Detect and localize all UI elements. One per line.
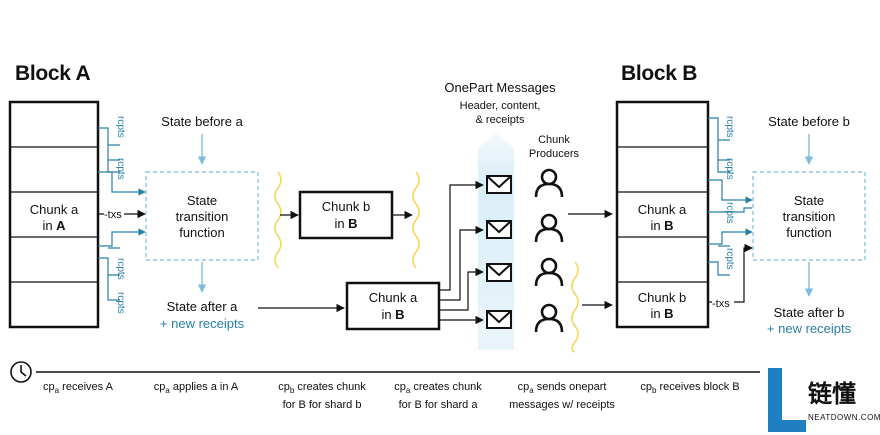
- timeline-event-5-line2: messages w/ receipts: [509, 399, 615, 411]
- right-state-after: State after b: [774, 305, 845, 320]
- block-a: Chunk a in A: [8, 100, 100, 329]
- wavy-separator-2: [412, 171, 420, 269]
- left-stf-box: State transition function: [145, 171, 259, 261]
- left-stf-line1: State: [187, 193, 217, 208]
- block-a-title: Block A: [15, 62, 90, 85]
- envelope-icon: [486, 310, 512, 329]
- block-b-receipts-connectors: [708, 117, 753, 310]
- right-stf-line3: function: [786, 225, 832, 240]
- chunk-b-box-line1: Chunk b: [322, 199, 370, 214]
- right-stf-line2: transition: [783, 209, 836, 224]
- wavy-separator-1: [274, 171, 282, 269]
- block-b-rcpts-2: rcpts: [724, 158, 735, 180]
- logo-cn: 链懂: [808, 380, 856, 408]
- right-stf-box: State transition function: [752, 171, 866, 261]
- envelope-icon: [486, 220, 512, 239]
- neatdown-logo: 链懂 NEATDOWN.COM: [768, 368, 880, 432]
- wavy-separator-3: [571, 261, 579, 353]
- block-a-chunk-label-1: Chunk a: [30, 202, 79, 217]
- block-b-chunk-b-1: Chunk b: [638, 290, 686, 305]
- block-a-rcpts-4: rcpts: [115, 292, 126, 314]
- right-stf-line1: State: [794, 193, 824, 208]
- block-b-rcpts-3: rcpts: [724, 202, 735, 224]
- timeline-event-5: cpa sends onepart: [518, 381, 607, 395]
- left-state-before: State before a: [161, 114, 243, 129]
- block-b-txs: -txs: [712, 298, 730, 310]
- left-state-after: State after a: [167, 299, 239, 314]
- timeline-event-1: cpa receives A: [43, 381, 114, 395]
- chunk-b-box: Chunk b in B: [298, 190, 394, 240]
- onepart-title: OnePart Messages: [444, 80, 556, 95]
- timeline-event-6: cpb receives block B: [640, 381, 739, 395]
- block-a-txs: -txs: [104, 209, 122, 221]
- block-b-rcpts-4: rcpts: [724, 248, 735, 270]
- chunk-a-box-line1: Chunk a: [369, 290, 418, 305]
- producers-label-2: Producers: [529, 148, 580, 160]
- onepart-sub1: Header, content,: [460, 100, 541, 112]
- timeline-event-4: cpa creates chunk: [394, 381, 482, 395]
- right-state-before: State before b: [768, 114, 850, 129]
- block-b-rcpts-1: rcpts: [724, 116, 735, 138]
- chunk-a-box-line2: in B: [381, 307, 404, 322]
- clock-icon: [10, 361, 32, 383]
- block-b-chunk-b-2: in B: [650, 306, 673, 321]
- block-b: Chunk a in B Chunk b in B: [615, 100, 710, 329]
- block-b-chunk-a-1: Chunk a: [638, 202, 687, 217]
- producers-label-1: Chunk: [538, 134, 570, 146]
- logo-en: NEATDOWN.COM: [808, 413, 880, 422]
- user-icon: [534, 303, 564, 333]
- user-icon: [534, 257, 564, 287]
- block-b-title: Block B: [621, 62, 697, 85]
- block-a-rcpts-2: rcpts: [115, 158, 126, 180]
- timeline-labels: cpa receives A cpa applies a in A cpb crea…: [43, 381, 740, 411]
- fanout-lines: [440, 180, 484, 325]
- onepart-sub2: & receipts: [476, 114, 525, 126]
- timeline-event-2: cpa applies a in A: [154, 381, 239, 395]
- left-stf-line3: function: [179, 225, 225, 240]
- timeline-event-4-line2: for B for shard a: [399, 399, 479, 411]
- timeline-event-3: cpb creates chunk: [278, 381, 366, 395]
- block-b-chunk-a-2: in B: [650, 218, 673, 233]
- block-a-chunk-label-2: in A: [42, 218, 66, 233]
- chunk-b-box-line2: in B: [334, 216, 357, 231]
- user-icon: [534, 213, 564, 243]
- block-a-rcpts-3: rcpts: [115, 258, 126, 280]
- block-a-rcpts-1: rcpts: [115, 116, 126, 138]
- chunk-a-box: Chunk a in B: [345, 281, 441, 331]
- envelope-icon: [486, 263, 512, 282]
- right-new-receipts: + new receipts: [767, 321, 852, 336]
- left-new-receipts: + new receipts: [160, 316, 245, 331]
- envelope-icon: [486, 175, 512, 194]
- timeline-event-3-line2: for B for shard b: [283, 399, 362, 411]
- block-a-receipts-connectors: [98, 127, 146, 301]
- left-stf-line2: transition: [176, 209, 229, 224]
- user-icon: [534, 168, 564, 198]
